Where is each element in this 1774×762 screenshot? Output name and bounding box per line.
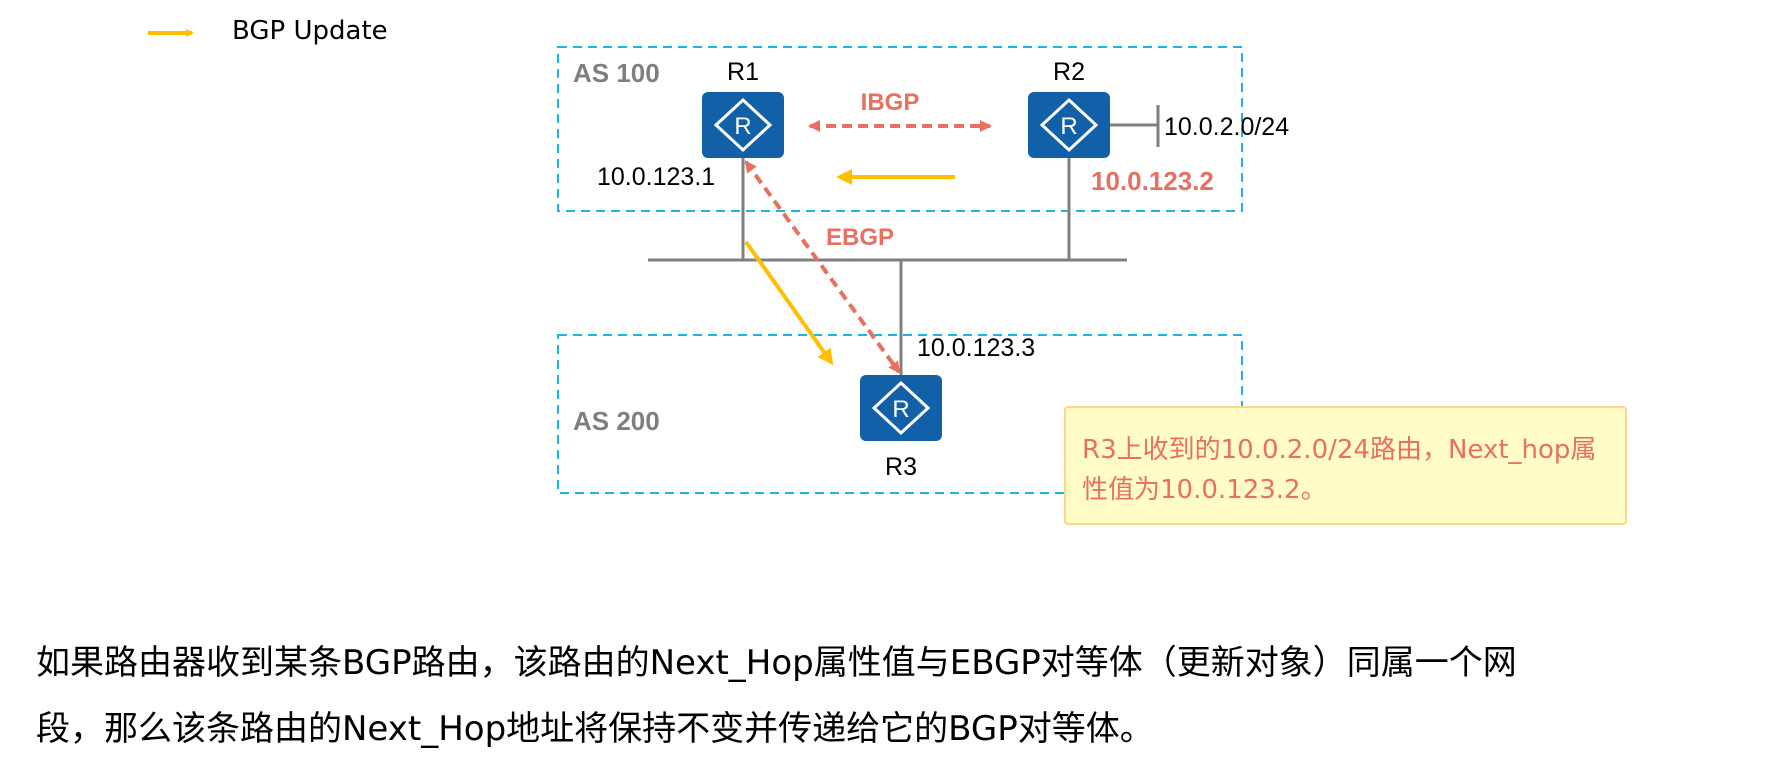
ebgp-session-arrow xyxy=(744,160,901,374)
svg-text:R: R xyxy=(1060,113,1077,140)
ibgp-label: IBGP xyxy=(861,89,920,116)
svg-text:R: R xyxy=(892,396,909,423)
r1-label: R1 xyxy=(727,58,759,86)
r2-label: R2 xyxy=(1053,58,1085,86)
r1-ip-label: 10.0.123.1 xyxy=(597,163,715,191)
ebgp-label: EBGP xyxy=(826,224,894,251)
svg-text:R: R xyxy=(734,113,751,140)
r2-stub-network-label: 10.0.2.0/24 xyxy=(1164,113,1289,141)
router-r2[interactable]: R xyxy=(1028,92,1110,158)
callout-note: R3上收到的10.0.2.0/24路由，Next_hop属 性值为10.0.12… xyxy=(1064,406,1627,525)
r2-ip-label: 10.0.123.2 xyxy=(1091,166,1214,196)
router-r3[interactable]: R xyxy=(860,375,942,441)
r3-ip-label: 10.0.123.3 xyxy=(917,334,1035,362)
description-line-1: 如果路由器收到某条BGP路由，该路由的Next_Hop属性值与EBGP对等体（更… xyxy=(36,643,1517,683)
description-text: 如果路由器收到某条BGP路由，该路由的Next_Hop属性值与EBGP对等体（更… xyxy=(36,630,1766,762)
router-icon: R xyxy=(713,97,773,153)
callout-line-2: 性值为10.0.123.2。 xyxy=(1082,475,1327,505)
legend-label: BGP Update xyxy=(232,16,388,46)
update-arrow-r1-to-r3 xyxy=(744,240,834,366)
router-icon: R xyxy=(1039,97,1099,153)
as100-label: AS 100 xyxy=(573,58,660,88)
router-r1[interactable]: R xyxy=(702,92,784,158)
as200-boundary xyxy=(557,334,1243,494)
description-line-2: 段，那么该条路由的Next_Hop地址将保持不变并传递给它的BGP对等体。 xyxy=(36,709,1154,749)
r3-label: R3 xyxy=(885,453,917,481)
router-icon: R xyxy=(871,380,931,436)
as200-label: AS 200 xyxy=(573,406,660,436)
callout-line-1: R3上收到的10.0.2.0/24路由，Next_hop属 xyxy=(1082,435,1597,465)
